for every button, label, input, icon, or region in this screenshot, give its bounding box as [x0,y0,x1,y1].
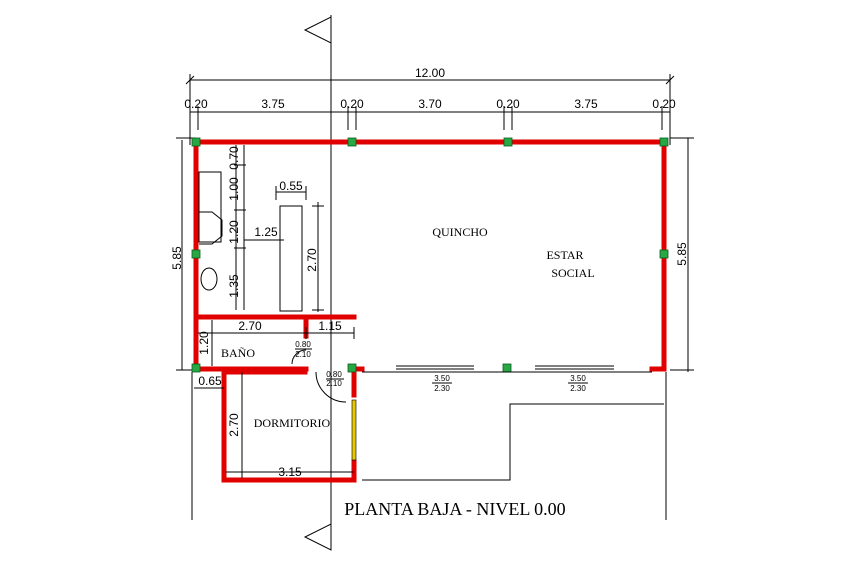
door-leaf-dormitorio [351,399,357,461]
dim-dorm-height: 2.70 [227,413,241,437]
columns [191,137,669,373]
dim-col-b: 0.20 [340,97,364,111]
dim-span-3: 3.75 [574,97,598,111]
top-dimensions: 12.00 0.20 3.75 0.20 3.70 0.20 3.75 0.20 [184,66,676,145]
column [191,249,201,259]
grill-hood [199,211,223,245]
dim-bath-width: 2.70 [238,319,262,333]
dim-col-a: 0.20 [184,97,208,111]
dim-100: 1.00 [227,177,241,201]
dim-065: 0.65 [198,374,222,388]
grill-fixtures: 0.70 1.00 1.20 1.35 0.55 1.25 2.70 [198,145,324,312]
dim-270-grill: 2.70 [305,248,319,272]
wall-dormitorio [221,369,357,483]
terrace-outline [362,403,664,481]
dim-hall-width: 1.15 [318,319,342,333]
dim-055: 0.55 [279,179,303,193]
opening-win2-w: 3.50 [570,374,586,383]
opening-win1-w: 3.50 [434,374,450,383]
room-label-estar-line2: SOCIAL [551,266,594,280]
column [659,137,669,147]
room-label-quincho: QUINCHO [432,225,488,239]
dim-col-c: 0.20 [496,97,520,111]
opening-bath-door-h: 2.10 [295,350,311,359]
front-openings: 3.50 2.30 3.50 2.30 [362,365,664,481]
plan-title: PLANTA BAJA - NIVEL 0.00 [344,499,565,519]
section-axis [303,15,332,551]
room-label-dormitorio: DORMITORIO [254,416,331,430]
room-label-estar-line1: ESTAR [546,248,583,262]
dim-span-1: 3.75 [261,97,285,111]
dim-depth-left: 5.85 [170,246,184,270]
column [503,137,513,147]
dim-depth-right: 5.85 [675,242,689,266]
column [191,137,201,147]
column [502,363,512,373]
grill-pillar [279,205,303,312]
dim-dorm-width: 3.15 [278,465,302,479]
column [659,249,669,259]
door-swing-bath [291,349,307,365]
column [191,363,201,373]
dim-col-d: 0.20 [652,97,676,111]
dim-span-2: 3.70 [418,97,442,111]
wall-outer-top-right [193,139,667,372]
grill-counter [198,171,222,243]
dim-total-width: 12.00 [415,66,445,80]
opening-bath-door-w: 0.80 [295,340,311,349]
column [347,137,357,147]
opening-win2-h: 2.30 [570,384,586,393]
opening-dorm-door-w: 0.80 [326,370,342,379]
axis-marker-top [303,16,332,44]
column [347,363,357,373]
opening-dorm-door-h: 2.10 [326,379,342,388]
sink-bowl [200,267,218,291]
dim-125: 1.25 [254,225,278,239]
axis-marker-bottom [303,523,332,551]
opening-win1-h: 2.30 [434,384,450,393]
room-label-bano: BAÑO [221,346,255,360]
door-swing-dormitorio [315,371,347,403]
dim-135: 1.35 [227,274,241,298]
bath-dimensions: 2.70 1.15 1.20 BAÑO 0.80 2.10 [197,319,355,366]
side-dimensions: 5.85 5.85 [170,137,694,520]
dim-bath-height: 1.20 [197,331,211,355]
dorm-dimensions: 0.65 2.70 3.15 DORMITORIO 0.80 2.10 [194,370,354,479]
dim-120: 1.20 [227,220,241,244]
dim-070: 0.70 [227,146,241,170]
